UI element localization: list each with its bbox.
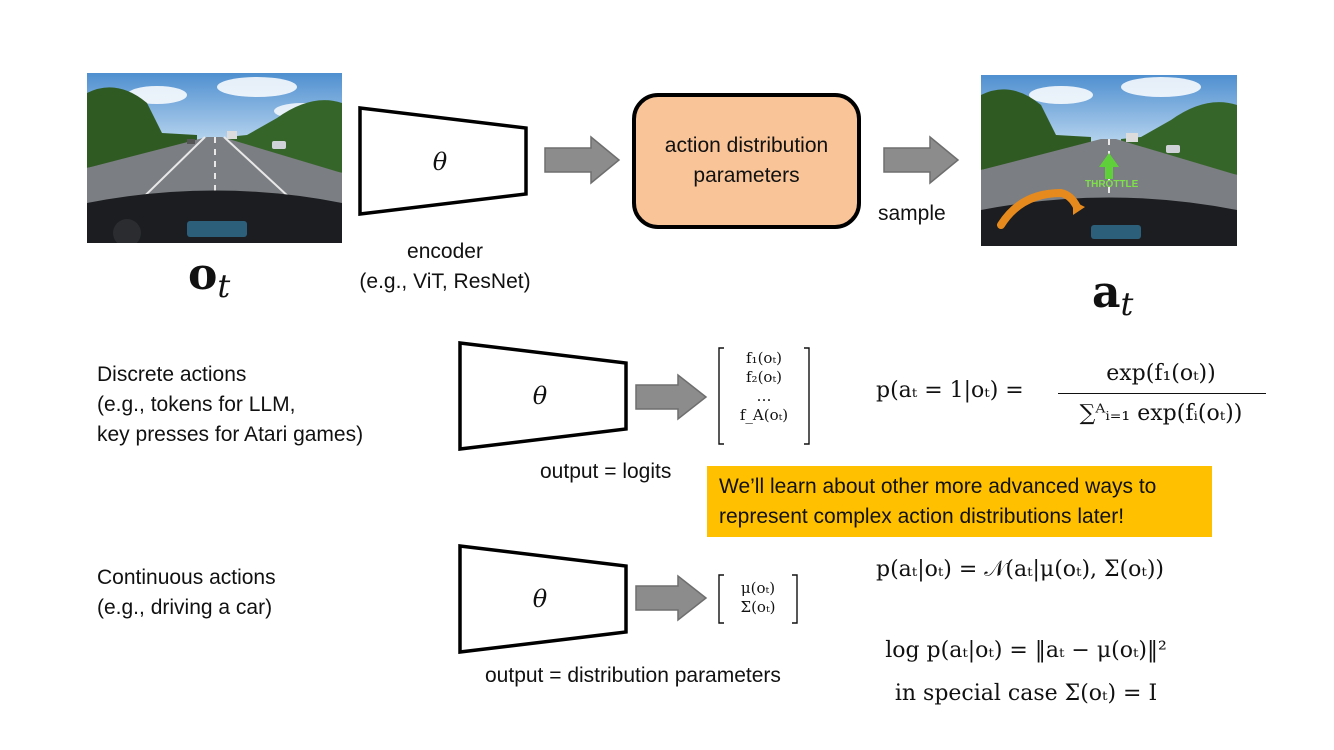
logit-2: f₂(oₜ): [746, 368, 782, 386]
throttle-label: THROTTLE: [1085, 179, 1139, 190]
discrete-arrow: [635, 373, 708, 421]
encoder-theta: θ: [432, 148, 448, 176]
continuous-title-line2: (e.g., driving a car): [97, 596, 273, 619]
callout-line1: We’ll learn about other more advanced wa…: [719, 475, 1157, 498]
observation-symbol-sub: t: [217, 267, 231, 305]
encoder-caption: encoder (e.g., ViT, ResNet): [330, 237, 560, 297]
observation-symbol-main: o: [188, 249, 218, 300]
continuous-output-caption: output = distribution parameters: [485, 664, 781, 687]
discrete-title-line2: (e.g., tokens for LLM,: [97, 393, 296, 416]
logit-1: f₁(oₜ): [746, 349, 782, 367]
encoder-trapezoid: [358, 106, 528, 216]
sample-label: sample: [878, 202, 946, 225]
callout-line2: represent complex action distributions l…: [719, 505, 1125, 528]
continuous-encoder-theta: θ: [532, 585, 548, 613]
discrete-encoder-theta: θ: [532, 382, 548, 410]
softmax-fraction-line: [1058, 393, 1266, 394]
observation-symbol: ot: [188, 250, 230, 311]
continuous-title-line1: Continuous actions: [97, 566, 276, 589]
distribution-box-line1: action distribution: [664, 134, 829, 157]
discrete-actions-description: Discrete actions (e.g., tokens for LLM, …: [97, 360, 363, 450]
gaussian-policy-equation: p(aₜ|oₜ) = 𝒩(aₜ|μ(oₜ), Σ(oₜ)): [876, 557, 1164, 582]
distribution-box-line2: parameters: [693, 164, 800, 187]
encoder-caption-line2: (e.g., ViT, ResNet): [359, 270, 531, 293]
continuous-encoder-trapezoid: [458, 544, 628, 654]
log-likelihood-equation: log p(aₜ|oₜ) = ‖aₜ − μ(oₜ)‖²: [885, 638, 1167, 663]
arrow-distribution-to-action: [883, 135, 960, 185]
action-symbol: at: [1092, 268, 1133, 329]
advanced-distributions-callout: We’ll learn about other more advanced wa…: [707, 466, 1212, 537]
discrete-title-line3: key presses for Atari games): [97, 423, 364, 446]
special-case-equation: in special case Σ(oₜ) = I: [894, 681, 1158, 706]
continuous-actions-description: Continuous actions (e.g., driving a car): [97, 563, 276, 623]
discrete-output-caption: output = logits: [540, 460, 672, 483]
action-symbol-sub: t: [1120, 285, 1134, 323]
param-sigma: Σ(oₜ): [740, 598, 776, 616]
softmax-equation-denominator: ∑ᴬᵢ₌₁ exp(fᵢ(oₜ)): [1079, 401, 1243, 426]
softmax-equation-lhs: p(aₜ = 1|oₜ) =: [876, 378, 1024, 403]
param-mu: μ(oₜ): [740, 579, 776, 597]
discrete-vector-brackets: [718, 347, 810, 445]
observation-image: [87, 73, 342, 243]
discrete-title-line1: Discrete actions: [97, 363, 247, 386]
softmax-equation-numerator: exp(f₁(oₜ)): [1106, 361, 1216, 386]
continuous-vector-brackets: [718, 574, 798, 624]
discrete-encoder-trapezoid: [458, 341, 628, 451]
logit-ellipsis: …: [756, 387, 772, 405]
continuous-parameter-vector: μ(oₜ) Σ(oₜ): [722, 579, 794, 617]
action-symbol-main: a: [1092, 267, 1121, 318]
action-distribution-parameters-box: action distribution parameters: [632, 93, 861, 229]
discrete-logits-vector: f₁(oₜ) f₂(oₜ) … f_A(oₜ): [724, 349, 804, 425]
encoder-caption-line1: encoder: [407, 240, 483, 263]
continuous-arrow: [635, 574, 708, 622]
action-image: THROTTLE: [981, 75, 1237, 246]
logit-A: f_A(oₜ): [739, 406, 789, 424]
arrow-encoder-to-distribution: [544, 135, 621, 185]
